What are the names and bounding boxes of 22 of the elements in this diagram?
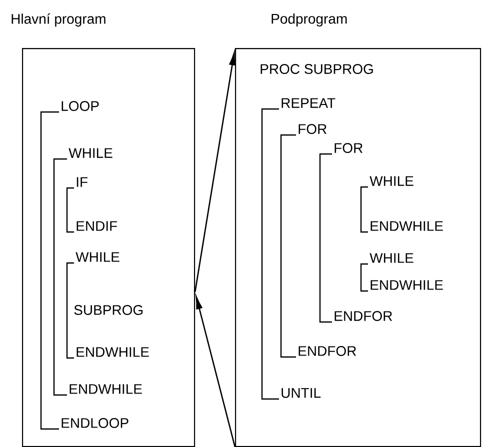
keyword: WHILE (370, 253, 414, 263)
keyword: ENDWHILE (370, 221, 443, 231)
keyword: ENDWHILE (70, 384, 142, 394)
keyword: PROC SUBPROG (260, 64, 373, 74)
keyword: ENDWHILE (76, 347, 149, 357)
keyword: UNTIL (282, 388, 321, 398)
keyword: ENDWHILE (370, 280, 443, 290)
keyword: REPEAT (282, 98, 336, 108)
keyword: WHILE (370, 176, 414, 186)
keyword: ENDFOR (298, 346, 356, 356)
keyword: WHILE (68, 148, 112, 158)
keyword: WHILE (76, 252, 120, 262)
keyword: ENDLOOP (62, 418, 128, 428)
keyword: LOOP (62, 101, 99, 111)
keyword: FOR (298, 124, 326, 134)
keyword: ENDFOR (334, 311, 392, 321)
keyword: ENDIF (76, 221, 118, 231)
keyword: IF (76, 177, 88, 187)
node-label: Podprogram (272, 13, 347, 27)
keyword: FOR (334, 143, 362, 153)
keyword: SUBPROG (74, 305, 143, 315)
node-label: Hlavní program (12, 13, 106, 27)
